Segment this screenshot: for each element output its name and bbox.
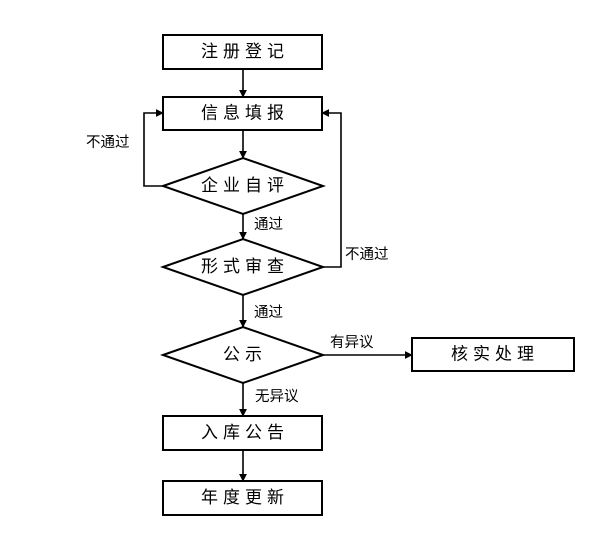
no-objection-label: 无异议 — [255, 388, 299, 405]
self-eval-pass-label: 通过 — [254, 216, 283, 233]
form-review-fail-label: 不通过 — [345, 246, 389, 263]
arrow-self-eval-fail-loop — [143, 109, 164, 187]
self-eval-fail-label: 不通过 — [86, 134, 130, 151]
verify-label: 核实处理 — [451, 345, 539, 365]
annual-update-node — [162, 480, 323, 516]
warehouse-label: 入库公告 — [201, 423, 289, 443]
register-label: 注册登记 — [201, 42, 289, 62]
annual-update-label: 年度更新 — [201, 488, 289, 508]
arrow-form-review-fail-loop — [321, 109, 342, 268]
verify-node — [411, 337, 575, 372]
form-review-pass-label: 通过 — [254, 304, 283, 321]
self-eval-diamond — [159, 156, 327, 216]
fill-info-label: 信息填报 — [201, 104, 289, 124]
self-eval-label: 企业自评 — [201, 176, 289, 196]
register-node — [162, 34, 323, 70]
objection-label: 有异议 — [330, 334, 374, 351]
publicity-label: 公示 — [223, 345, 267, 365]
form-review-label: 形式审查 — [201, 257, 289, 277]
